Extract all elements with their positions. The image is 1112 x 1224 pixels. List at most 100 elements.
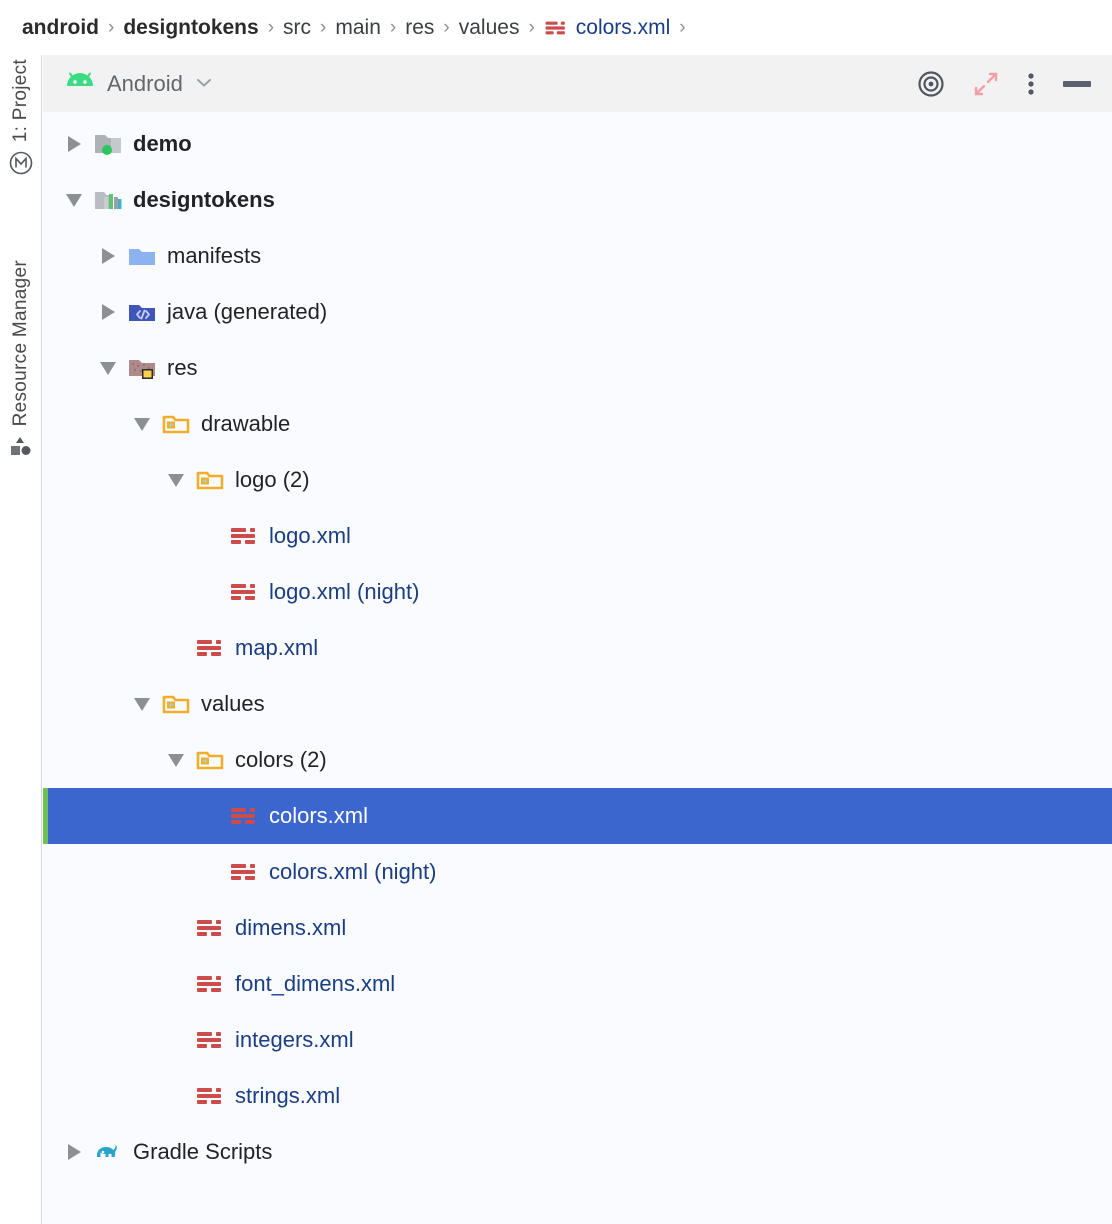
tree-row-logo-xml[interactable]: logo.xml bbox=[43, 508, 1112, 564]
tree-row-label: colors.xml bbox=[269, 803, 369, 828]
xml-file-icon bbox=[227, 857, 261, 887]
sidebar-tab-project[interactable]: 1: Project bbox=[0, 59, 42, 181]
tree-row-label: integers.xml bbox=[235, 1027, 354, 1052]
options-menu-icon[interactable] bbox=[1026, 70, 1036, 98]
tree-row-gradle-scripts[interactable]: Gradle Scripts bbox=[43, 1124, 1112, 1180]
tree-row-label: manifests bbox=[167, 243, 262, 268]
tree-row-label: values bbox=[201, 691, 265, 716]
expand-arrow-right-icon[interactable] bbox=[91, 304, 125, 320]
java-generated-folder-icon bbox=[125, 297, 159, 327]
breadcrumb-item-android[interactable]: android bbox=[22, 15, 99, 39]
tree-row-dimens-xml[interactable]: dimens.xml bbox=[43, 900, 1112, 956]
sidebar-tab-project-label: 1: Project bbox=[10, 59, 31, 143]
tree-row-label: logo (2) bbox=[235, 467, 310, 492]
tree-row-label: font_dimens.xml bbox=[235, 971, 396, 996]
expand-arrow-down-icon[interactable] bbox=[125, 417, 159, 431]
xml-file-icon bbox=[227, 801, 261, 831]
sidebar-tab-resource-manager[interactable]: Resource Manager bbox=[0, 260, 42, 463]
chevron-down-icon[interactable] bbox=[195, 75, 213, 93]
left-tool-strip: 1: Project Resource Manager bbox=[0, 55, 42, 1224]
triangle-down-icon bbox=[66, 193, 82, 207]
collapse-all-icon[interactable] bbox=[972, 70, 1000, 98]
view-selector[interactable]: Android bbox=[65, 70, 213, 97]
panel-toolbar: Android bbox=[43, 55, 1112, 112]
xml-file-icon bbox=[193, 633, 227, 663]
triangle-right-icon bbox=[67, 136, 81, 152]
resource-folder-icon bbox=[193, 465, 227, 495]
expand-arrow-down-icon[interactable] bbox=[91, 361, 125, 375]
tree-row-drawable[interactable]: drawable bbox=[43, 396, 1112, 452]
breadcrumb-item-designtokens[interactable]: designtokens bbox=[123, 15, 259, 39]
expand-arrow-right-icon[interactable] bbox=[57, 1144, 91, 1160]
res-folder-icon bbox=[125, 353, 159, 383]
xml-file-icon bbox=[544, 16, 568, 40]
view-selector-label: Android bbox=[107, 70, 183, 96]
resource-folder-icon bbox=[193, 745, 227, 775]
tree-row-label: strings.xml bbox=[235, 1083, 341, 1108]
breadcrumb-separator: › bbox=[389, 16, 397, 38]
expand-arrow-down-icon[interactable] bbox=[57, 193, 91, 207]
tree-row-integers-xml[interactable]: integers.xml bbox=[43, 1012, 1112, 1068]
breadcrumb-item-colors-xml[interactable]: colors.xml bbox=[575, 15, 671, 39]
project-panel: Android bbox=[43, 55, 1112, 1224]
triangle-down-icon bbox=[168, 753, 184, 767]
triangle-down-icon bbox=[134, 417, 150, 431]
breadcrumb-separator: › bbox=[679, 16, 686, 38]
tree-row-label: Gradle Scripts bbox=[133, 1139, 273, 1164]
breadcrumb-separator: › bbox=[320, 16, 327, 38]
breadcrumb-separator: › bbox=[443, 16, 450, 38]
manifests-folder-icon bbox=[125, 241, 159, 271]
triangle-right-icon bbox=[67, 1144, 81, 1160]
project-tree: demo designtokens manifests java (generated… bbox=[43, 112, 1112, 1224]
tree-row-logo-2[interactable]: logo (2) bbox=[43, 452, 1112, 508]
gradle-elephant-icon bbox=[91, 1137, 125, 1167]
expand-arrow-down-icon[interactable] bbox=[125, 697, 159, 711]
breadcrumb-item-res[interactable]: res bbox=[405, 15, 435, 39]
breadcrumb-item-src[interactable]: src bbox=[283, 15, 312, 39]
tree-row-colors-2[interactable]: colors (2) bbox=[43, 732, 1112, 788]
tree-row-map-xml[interactable]: map.xml bbox=[43, 620, 1112, 676]
project-module-icon bbox=[8, 150, 34, 181]
xml-file-icon bbox=[193, 1081, 227, 1111]
tree-row-values[interactable]: values bbox=[43, 676, 1112, 732]
expand-arrow-down-icon[interactable] bbox=[159, 753, 193, 767]
sidebar-tab-resource-manager-label: Resource Manager bbox=[10, 260, 31, 427]
expand-arrow-down-icon[interactable] bbox=[159, 473, 193, 487]
tree-row-colors-xml[interactable]: colors.xml bbox=[43, 788, 1112, 844]
tree-row-res[interactable]: res bbox=[43, 340, 1112, 396]
tree-row-manifests[interactable]: manifests bbox=[43, 228, 1112, 284]
expand-arrow-right-icon[interactable] bbox=[91, 248, 125, 264]
breadcrumb-separator: › bbox=[108, 16, 115, 38]
triangle-down-icon bbox=[168, 473, 184, 487]
tree-row-label: logo.xml bbox=[269, 523, 351, 548]
tree-row-java-generated[interactable]: java (generated) bbox=[43, 284, 1112, 340]
tree-row-label: res bbox=[167, 355, 198, 380]
breadcrumb-separator: › bbox=[267, 16, 275, 38]
tree-row-label: logo.xml (night) bbox=[269, 579, 420, 604]
expand-arrow-right-icon[interactable] bbox=[57, 136, 91, 152]
tree-row-label: dimens.xml bbox=[235, 915, 347, 940]
tree-row-demo[interactable]: demo bbox=[43, 116, 1112, 172]
breadcrumb-item-main[interactable]: main bbox=[335, 15, 381, 39]
tree-row-label: java (generated) bbox=[167, 299, 328, 324]
select-opened-file-icon[interactable] bbox=[916, 69, 946, 99]
triangle-down-icon bbox=[134, 697, 150, 711]
xml-file-icon bbox=[227, 577, 261, 607]
tree-row-strings-xml[interactable]: strings.xml bbox=[43, 1068, 1112, 1124]
tree-row-colors-xml-night[interactable]: colors.xml (night) bbox=[43, 844, 1112, 900]
module-library-icon bbox=[91, 185, 125, 215]
toolbar-actions bbox=[916, 69, 1092, 99]
xml-file-icon bbox=[193, 913, 227, 943]
breadcrumb: android › designtokens › src › main › res › values… bbox=[0, 0, 1112, 55]
triangle-right-icon bbox=[101, 304, 115, 320]
resource-folder-icon bbox=[159, 689, 193, 719]
selection-marker bbox=[43, 788, 48, 844]
breadcrumb-item-values[interactable]: values bbox=[458, 15, 520, 39]
tree-row-designtokens[interactable]: designtokens bbox=[43, 172, 1112, 228]
resource-folder-icon bbox=[159, 409, 193, 439]
tree-row-label: designtokens bbox=[133, 187, 275, 212]
tree-row-font-dimens-xml[interactable]: font_dimens.xml bbox=[43, 956, 1112, 1012]
hide-panel-icon[interactable] bbox=[1062, 77, 1092, 91]
tree-row-logo-xml-night[interactable]: logo.xml (night) bbox=[43, 564, 1112, 620]
tree-row-label: map.xml bbox=[235, 635, 319, 660]
